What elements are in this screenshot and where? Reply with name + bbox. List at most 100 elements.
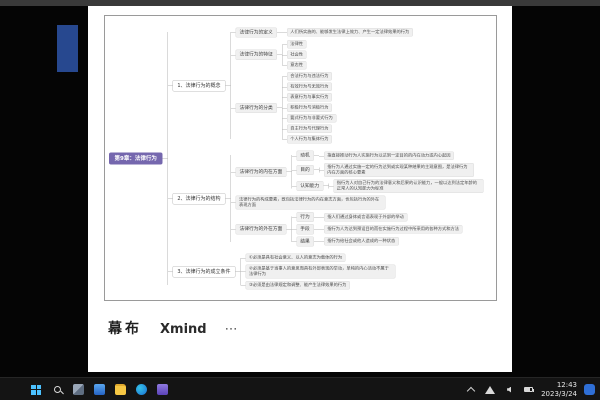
mindmap-row: 行为指人们通过身体或言语表现于外部的举动 bbox=[291, 212, 462, 223]
more-button[interactable]: ⋯ bbox=[224, 322, 239, 337]
mindmap-topic-node[interactable]: 法律行为的分类 bbox=[235, 102, 277, 113]
mindmap-topic-node[interactable]: 法律行为的定义 bbox=[235, 27, 277, 38]
mindmap-topic-node[interactable]: 3、法律行为的成立条件 bbox=[172, 265, 236, 278]
export-footer: 幕布 Xmind ⋯ bbox=[108, 318, 239, 338]
clock-time: 12:43 bbox=[556, 380, 577, 389]
connector-line bbox=[276, 107, 282, 109]
mindmap-row: 指行为给社会或他人造成的一种状态 bbox=[318, 237, 399, 246]
mindmap-children-group: 法律行为的内在方面动机指直接推动行为人实施行为以达到一定目的的内在动力或内心起因… bbox=[230, 150, 484, 247]
mindmap-leaf-node[interactable]: 自主行为与代理行为 bbox=[286, 124, 333, 134]
connector-line bbox=[323, 185, 329, 187]
mindmap-topic-node[interactable]: 结果 bbox=[296, 236, 314, 247]
mindmap-leaf-node[interactable]: 指行为人通过实施一定的行为达到或实现某种结果的主观意图，是法律行为内在方面的核心… bbox=[323, 162, 474, 177]
mindmap-row: 1、法律行为的概念 法律行为的定义人们所实施的、能够发生法律上效力、产生一定法律效… bbox=[167, 27, 483, 144]
connector-line bbox=[225, 198, 231, 199]
connector-line bbox=[286, 171, 292, 173]
mindmap-leaf-node[interactable]: 指人们通过身体或言语表现于外部的举动 bbox=[323, 212, 408, 222]
taskbar: 12:43 2023/3/24 bbox=[0, 377, 600, 400]
mindmap-leaf-node[interactable]: 社会性 bbox=[286, 50, 307, 60]
mindmap-leaf-node[interactable]: 指行为给社会或他人造成的一种状态 bbox=[323, 237, 399, 246]
mindmap-children-group: 指行为人对自己行为的法律意义和后果的认识能力，一般以达到法定年龄的正常人的认知能… bbox=[328, 178, 484, 194]
connector-line bbox=[276, 54, 282, 56]
mindmap-row: ②必须是基于当事人的意思而具有外部表现的举动，单纯的内心活动不属于法律行为 bbox=[240, 264, 396, 279]
mindmap-topic-node[interactable]: 1、法律行为的概念 bbox=[172, 79, 226, 92]
system-tray: 12:43 2023/3/24 bbox=[465, 378, 595, 400]
volume-icon[interactable] bbox=[503, 384, 515, 396]
mindmap-topic-node[interactable]: 行为 bbox=[296, 212, 314, 223]
battery-icon[interactable] bbox=[522, 384, 535, 396]
mindmap-topic-node[interactable]: 法律行为的特征 bbox=[235, 49, 277, 60]
mindmap-leaf-node[interactable]: 积极行为与消极行为 bbox=[286, 103, 333, 113]
connector-line bbox=[313, 241, 319, 242]
search-icon[interactable] bbox=[51, 384, 63, 396]
blue-accent-bar bbox=[57, 25, 78, 72]
mindmap-leaf-node[interactable]: ③必须是由法律规定和调整、能产生法律效果的行为 bbox=[245, 281, 350, 290]
taskbar-app-icons bbox=[30, 378, 168, 400]
app-glyph bbox=[156, 384, 168, 395]
mindmap-leaf-node[interactable]: 指行为人为达到预设目的而在实施行为过程中所采用的各种方式和方法 bbox=[323, 225, 463, 234]
mindmap-row: 法律性 bbox=[281, 40, 307, 49]
connector-line bbox=[162, 158, 168, 159]
start-button-icon[interactable] bbox=[30, 384, 42, 396]
connector-line bbox=[313, 216, 319, 218]
mindmap-topic-node[interactable]: 法律行为的外在方面 bbox=[235, 224, 287, 235]
network-icon[interactable] bbox=[484, 384, 496, 396]
windows-logo-icon bbox=[31, 384, 41, 395]
mindmap-leaf-node[interactable]: 要式行为与非要式行为 bbox=[286, 114, 337, 123]
mindmap-row: 个人行为与集体行为 bbox=[281, 135, 337, 144]
mindmap-row: 2、法律行为的结构法律行为的内在方面动机指直接推动行为人实施行为以达到一定目的的… bbox=[167, 150, 484, 247]
connector-line bbox=[286, 229, 292, 230]
mindmap-children-group: 指行为人通过实施一定的行为达到或实现某种结果的主观意图，是法律行为内在方面的核心… bbox=[318, 162, 474, 177]
mindmap-row: 指行为人为达到预设目的而在实施行为过程中所采用的各种方式和方法 bbox=[318, 225, 463, 234]
mindmap-topic-node[interactable]: 手段 bbox=[296, 224, 314, 235]
widgets-icon[interactable] bbox=[93, 384, 105, 396]
mindmap-row: ③必须是由法律规定和调整、能产生法律效果的行为 bbox=[240, 281, 396, 290]
task-view-icon[interactable] bbox=[72, 384, 84, 396]
edge-browser-icon[interactable] bbox=[135, 384, 147, 396]
mindmap-children-group: 指人们通过身体或言语表现于外部的举动 bbox=[318, 212, 408, 222]
mindmap-topic-node[interactable]: 认知能力 bbox=[296, 180, 324, 192]
mindmap-row: 合法行为与违法行为 bbox=[281, 72, 337, 81]
connector-line bbox=[313, 229, 319, 230]
mindmap-row: 意志性 bbox=[281, 61, 307, 70]
connector-line bbox=[225, 85, 231, 86]
mindmap-leaf-node[interactable]: 指直接推动行为人实施行为以达到一定目的的内在动力或内心起因 bbox=[323, 151, 455, 161]
folder-glyph bbox=[114, 384, 126, 395]
mindmap-leaf-node[interactable]: 法律性 bbox=[286, 40, 307, 49]
hidden-icons-chevron-icon[interactable] bbox=[465, 384, 477, 396]
file-explorer-icon[interactable] bbox=[114, 384, 126, 396]
mindmap-leaf-node[interactable]: 指行为人对自己行为的法律意义和后果的认识能力，一般以达到法定年龄的正常人的认知能… bbox=[333, 178, 484, 194]
mindmap-leaf-node[interactable]: 人们所实施的、能够发生法律上效力、产生一定法律效果的行为 bbox=[286, 28, 413, 37]
mindmap-children-group: 1、法律行为的概念 法律行为的定义人们所实施的、能够发生法律上效力、产生一定法律效… bbox=[167, 27, 484, 290]
mindmap-topic-node[interactable]: 动机 bbox=[296, 150, 314, 161]
app-icon[interactable] bbox=[156, 384, 168, 396]
mindmap-children-group: 指行为给社会或他人造成的一种状态 bbox=[318, 237, 399, 246]
clock-date: 2023/3/24 bbox=[541, 389, 577, 398]
mindmap-leaf-node[interactable]: ①必须是具有社会意义、以人的意志为载体的行为 bbox=[245, 253, 346, 263]
mindmap-children-group: 人们所实施的、能够发生法律上效力、产生一定法律效果的行为 bbox=[281, 28, 413, 37]
document-page: 第9章：法律行为 1、法律行为的概念 法律行为的定义人们所实施的、能够发生法律上效力… bbox=[88, 6, 512, 372]
mindmap-children-group: 行为指人们通过身体或言语表现于外部的举动手段指行为人为达到预设目的而在实施行为过… bbox=[291, 212, 463, 247]
mindmap-leaf-node[interactable]: 法律行为的构成要素，既包括法律行为的内在意志方面，也包括行为的外在表现方面 bbox=[235, 195, 386, 210]
mindmap-leaf-node[interactable]: 有效行为与无效行为 bbox=[286, 82, 333, 92]
mindmap-row: 法律行为的构成要素，既包括法律行为的内在意志方面，也包括行为的外在表现方面 bbox=[230, 195, 484, 210]
mindmap-leaf-node[interactable]: 意志性 bbox=[286, 61, 307, 70]
mindmap-leaf-node[interactable]: ②必须是基于当事人的意思而具有外部表现的举动，单纯的内心活动不属于法律行为 bbox=[245, 264, 396, 279]
magnifier-glyph bbox=[53, 386, 61, 393]
mindmap-row: 要式行为与非要式行为 bbox=[281, 114, 337, 123]
mindmap-leaf-node[interactable]: 个人行为与集体行为 bbox=[286, 135, 333, 144]
chevron-up-glyph bbox=[466, 386, 476, 396]
mindmap-row: 认知能力指行为人对自己行为的法律意义和后果的认识能力，一般以达到法定年龄的正常人… bbox=[291, 178, 484, 194]
mindmap-row: 指行为人通过实施一定的行为达到或实现某种结果的主观意图，是法律行为内在方面的核心… bbox=[318, 162, 474, 177]
notification-icon[interactable] bbox=[584, 384, 595, 395]
mindmap-topic-node[interactable]: 法律行为的内在方面 bbox=[235, 166, 287, 177]
mindmap-root-node[interactable]: 第9章：法律行为 bbox=[109, 152, 163, 165]
taskbar-clock[interactable]: 12:43 2023/3/24 bbox=[541, 381, 577, 399]
mindmap-leaf-node[interactable]: 表意行为与事实行为 bbox=[286, 93, 333, 102]
mindmap-topic-node[interactable]: 2、法律行为的结构 bbox=[172, 192, 226, 205]
mindmap-children-group: 法律性社会性意志性 bbox=[281, 40, 307, 70]
mindmap-leaf-node[interactable]: 合法行为与违法行为 bbox=[286, 72, 333, 81]
mindmap-topic-node[interactable]: 目的 bbox=[296, 164, 314, 176]
